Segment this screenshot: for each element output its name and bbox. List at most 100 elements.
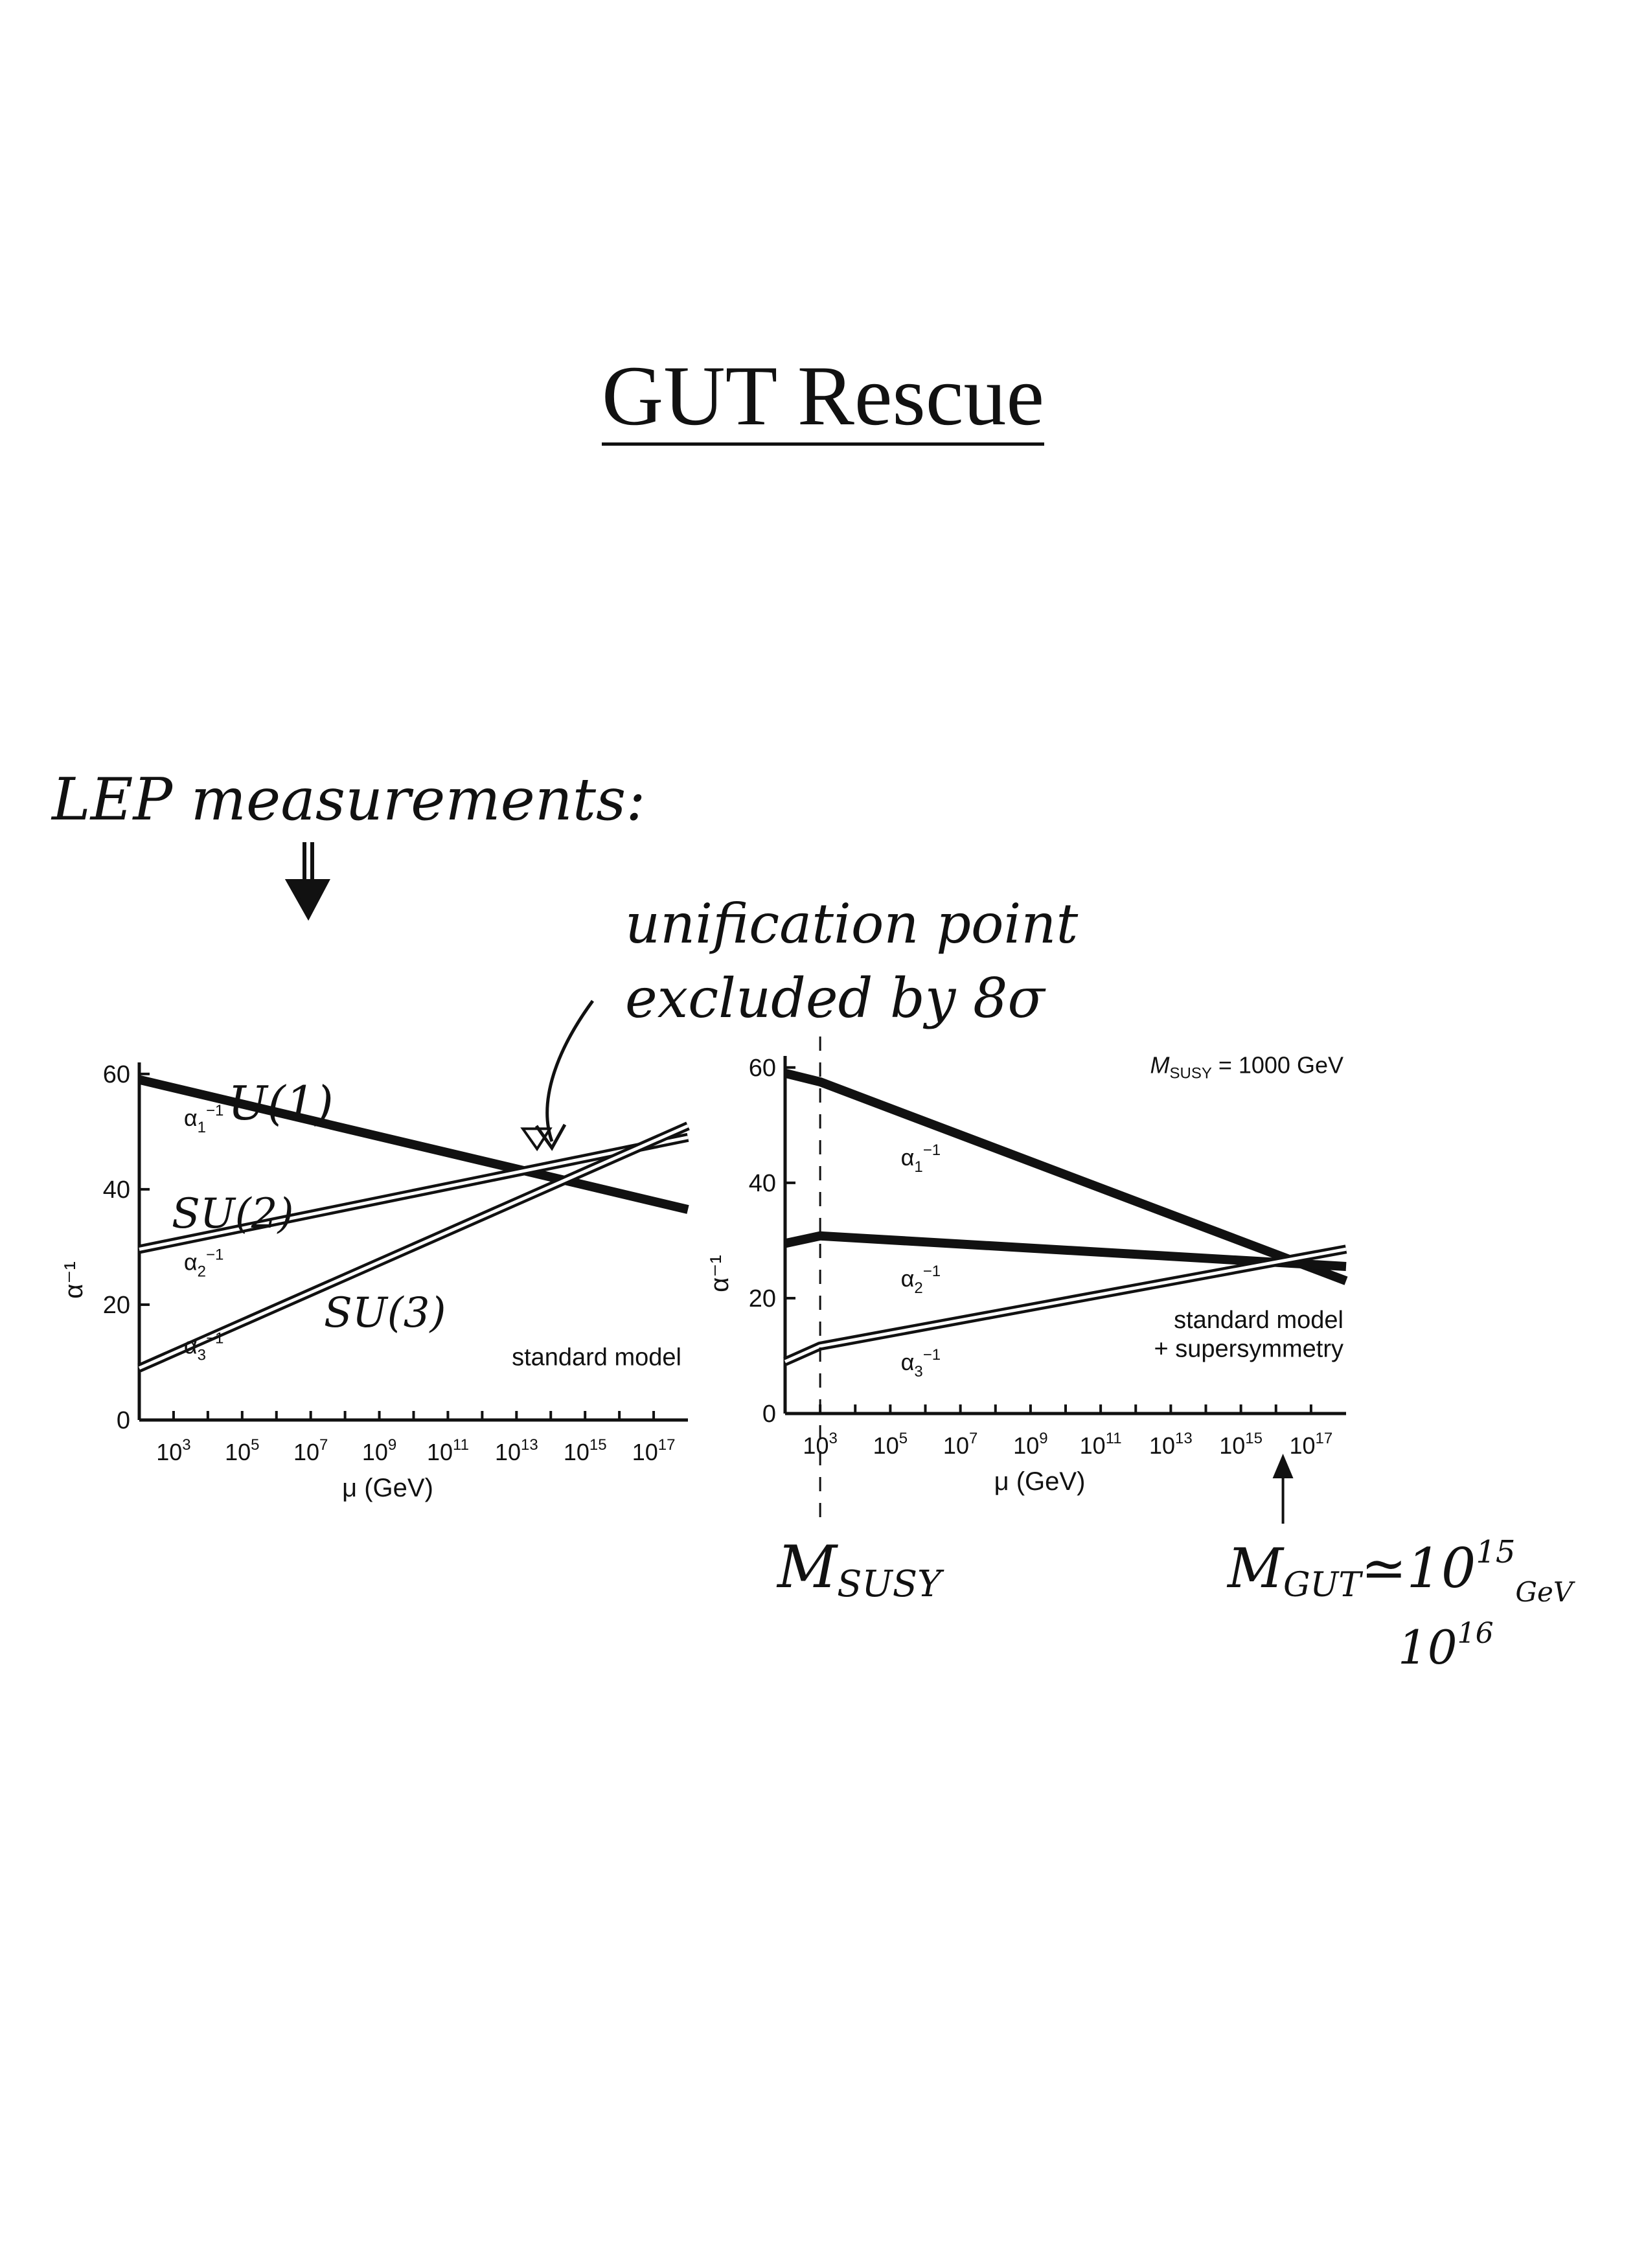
series-label-sup: −1 (923, 1141, 941, 1159)
msusy-inset-value: = 1000 GeV (1212, 1052, 1343, 1079)
x-tick-exp: 7 (969, 1430, 977, 1447)
series-label-base: α (901, 1265, 915, 1292)
series-line-1 (784, 1068, 1348, 1285)
x-tick-label: 1011 (427, 1436, 469, 1465)
unification-arrow-icon (534, 1000, 595, 1151)
x-tick-exp: 13 (521, 1436, 538, 1454)
x-tick-base: 10 (1080, 1432, 1106, 1459)
x-tick-base: 10 (293, 1439, 319, 1465)
mgut-arrow-icon (1272, 1454, 1294, 1478)
x-tick-label: 109 (1013, 1430, 1047, 1459)
x-tick-exp: 5 (899, 1430, 908, 1447)
x-tick-label: 107 (943, 1430, 977, 1459)
y-tick-label: 60 (749, 1055, 776, 1082)
series-label-sup: −1 (923, 1346, 941, 1364)
y-tick-label: 20 (749, 1285, 776, 1312)
series-label-sub: 3 (914, 1363, 922, 1380)
x-tick-label: 1015 (1219, 1430, 1263, 1459)
x-tick-label: 1011 (1080, 1430, 1122, 1459)
page-title: GUT Rescue (0, 353, 1646, 446)
x-tick-label: 105 (225, 1436, 259, 1465)
series-label-sub: 2 (198, 1263, 206, 1281)
series-label-base: α (901, 1144, 915, 1171)
series-label-1: α1−1 (901, 1141, 941, 1176)
x-tick-label: 1017 (1290, 1430, 1333, 1459)
series-label-sub: 1 (914, 1158, 922, 1176)
series-label-sub: 3 (198, 1347, 206, 1364)
su2-annotation: SU(2) (172, 1190, 293, 1238)
series-band-inner-3 (138, 1124, 689, 1370)
x-tick-exp: 5 (251, 1436, 259, 1454)
mgut-annotation: MGUT≃1015GeV (1226, 1534, 1575, 1608)
x-tick-base: 10 (427, 1439, 453, 1465)
series-band-inner-2 (139, 1136, 689, 1251)
series-label-2: α2−1 (901, 1263, 941, 1297)
x-tick-exp: 17 (658, 1436, 676, 1454)
series-label-base: α (901, 1349, 915, 1375)
x-tick-base: 10 (225, 1439, 251, 1465)
x-axis-label: μ (GeV) (994, 1467, 1086, 1496)
series-label-sup: −1 (206, 1330, 223, 1347)
x-tick-label: 105 (873, 1430, 908, 1459)
x-tick-exp: 15 (1245, 1430, 1263, 1447)
x-tick-exp: 3 (182, 1436, 190, 1454)
x-tick-label: 109 (362, 1436, 396, 1465)
chart-annotation: standard model (1174, 1307, 1343, 1334)
x-tick-exp: 7 (319, 1436, 328, 1454)
msusy-inset-label: MSUSY = 1000 GeV (1150, 1052, 1343, 1082)
unification-marker-icon (520, 1127, 553, 1152)
mgut-alt-annotation: 1016 (1398, 1617, 1494, 1675)
series-line-2 (784, 1231, 1347, 1271)
x-tick-label: 103 (156, 1436, 190, 1465)
y-axis-label: α⁻¹ (60, 1261, 88, 1299)
series-label-1: α1−1 (184, 1102, 224, 1136)
unification-annotation-line1: unification point (625, 892, 1079, 956)
x-tick-base: 10 (1013, 1432, 1039, 1459)
series-label-3: α3−1 (184, 1330, 224, 1364)
x-tick-base: 10 (943, 1432, 969, 1459)
x-tick-base: 10 (564, 1439, 589, 1465)
series-label-base: α (184, 1249, 198, 1276)
x-axis-label: μ (GeV) (342, 1474, 433, 1502)
x-tick-exp: 11 (453, 1436, 469, 1454)
y-axis-label: α⁻¹ (705, 1255, 734, 1292)
x-tick-base: 10 (632, 1439, 658, 1465)
y-tick-label: 0 (117, 1407, 130, 1434)
x-tick-label: 1013 (1149, 1430, 1193, 1459)
series-label-sub: 2 (914, 1279, 922, 1297)
lep-annotation: LEP measurements: (51, 766, 646, 834)
x-tick-exp: 17 (1316, 1430, 1333, 1447)
y-tick-label: 20 (103, 1292, 130, 1319)
y-tick-label: 40 (749, 1170, 776, 1197)
su3-annotation: SU(3) (324, 1289, 446, 1337)
y-tick-label: 60 (103, 1061, 130, 1088)
x-tick-exp: 13 (1175, 1430, 1193, 1447)
lep-arrow-icon (284, 842, 330, 921)
msusy-annotation: MSUSY (776, 1533, 944, 1605)
unification-annotation-line2: excluded by 8σ (625, 967, 1046, 1030)
series-label-sup: −1 (206, 1102, 223, 1119)
series-label-sup: −1 (206, 1246, 223, 1264)
series-line-1 (138, 1075, 689, 1214)
series-label-2: α2−1 (184, 1246, 224, 1281)
x-tick-exp: 11 (1106, 1430, 1122, 1447)
chart-annotation-2: + supersymmetry (1154, 1336, 1343, 1363)
y-tick-label: 0 (762, 1401, 776, 1428)
x-tick-base: 10 (1290, 1432, 1316, 1459)
series-band-inner-3 (784, 1247, 1347, 1364)
x-tick-exp: 9 (1039, 1430, 1047, 1447)
x-tick-base: 10 (1219, 1432, 1245, 1459)
x-tick-label: 1013 (495, 1436, 538, 1465)
x-tick-label: 1015 (564, 1436, 607, 1465)
x-tick-base: 10 (156, 1439, 182, 1465)
series-label-sup: −1 (923, 1263, 941, 1280)
x-tick-base: 10 (1149, 1432, 1175, 1459)
series-label-base: α (184, 1333, 198, 1359)
x-tick-exp: 3 (829, 1430, 837, 1447)
x-tick-label: 1017 (632, 1436, 676, 1465)
x-tick-base: 10 (495, 1439, 521, 1465)
msusy-inset-m: M (1150, 1052, 1169, 1079)
